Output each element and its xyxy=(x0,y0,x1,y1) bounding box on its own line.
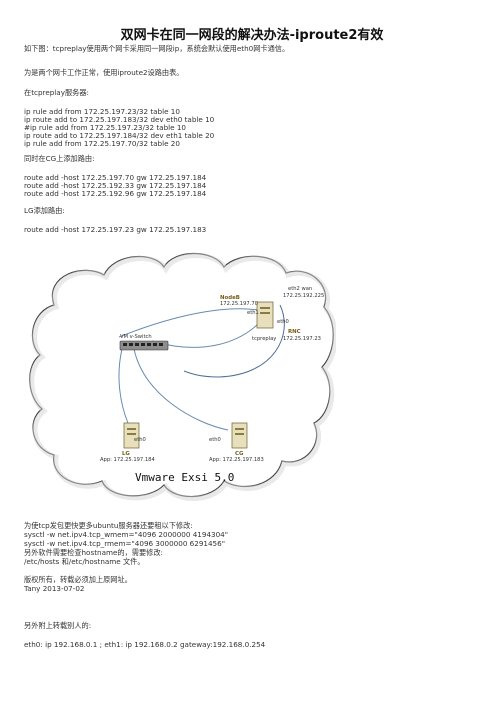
lg-eth0-label: eth0 xyxy=(134,437,146,443)
cg-route-heading: 同时在CG上添加路由: xyxy=(24,154,95,163)
network-diagram: VM v-Switch NodeB 172.25.197.70 eth1 eth… xyxy=(29,252,336,501)
tcpreplay-server-icon xyxy=(256,301,274,329)
intro-paragraph: 如下图：tcpreplay使用两个网卡采用同一网段ip，系统会默认使用eth0网… xyxy=(24,44,290,53)
lg-server-icon xyxy=(123,422,140,449)
iproute2-paragraph: 为是两个网卡工作正常，使用iproute2设路由表。 xyxy=(24,68,184,77)
author-date: Tany 2013-07-02 xyxy=(24,584,85,593)
cg-eth0-label: eth0 xyxy=(209,437,221,443)
command-line: ip rule add from 172.25.197.70/32 table … xyxy=(24,139,180,148)
command-line: route add -host 172.25.192.33 gw 172.25.… xyxy=(24,181,207,190)
page-title: 双网卡在同一网段的解决办法-iproute2有效 xyxy=(120,28,384,43)
repost-heading: 另外附上转载别人的: xyxy=(24,621,92,630)
command-line: ip route add to 172.25.197.183/32 dev et… xyxy=(24,115,215,124)
tcpreplay-heading: 在tcpreplay服务器: xyxy=(24,88,89,97)
wan-ip-label: 172.25.192.225 xyxy=(283,293,324,299)
cg-server-icon xyxy=(231,422,248,449)
rnc-label: RNC xyxy=(288,329,301,335)
sysctl-wmem: sysctl -w net.ipv4.tcp_wmem="4096 200000… xyxy=(24,530,229,539)
nodeb-ip: 172.25.197.70 xyxy=(220,301,258,307)
tcpreplay-label: tcpreplay xyxy=(252,336,276,342)
link-wan xyxy=(183,304,285,378)
eth2-wan-label: eth2 wan xyxy=(288,286,312,292)
link-cg xyxy=(133,348,229,431)
hostname-files: /etc/hosts 和/etc/hostname 文件。 xyxy=(24,557,145,566)
ip-config-line: eth0: ip 192.168.0.1 ; eth1: ip 192.168.… xyxy=(24,640,266,649)
vswitch-label: VM v-Switch xyxy=(120,334,152,340)
command-line: route add -host 172.25.192.96 gw 172.25.… xyxy=(24,189,207,198)
command-line: ip rule add from 172.25.197.23/32 table … xyxy=(24,107,180,116)
vswitch-icon xyxy=(119,340,169,351)
rnc-ip: 172.25.197.23 xyxy=(283,336,321,342)
hostname-note: 另外软件需要检查hostname的，需要修改: xyxy=(24,548,163,557)
lg-label: LG xyxy=(122,451,130,457)
command-line: ip route add to 172.25.197.184/32 dev et… xyxy=(24,131,215,140)
vmware-label: Vmware Exsi 5.0 xyxy=(135,471,234,484)
copyright-note: 版权所有，转载必须加上原网址。 xyxy=(24,575,132,584)
lg-app-ip: App: 172.25.197.184 xyxy=(100,457,155,463)
rnc-eth0-label: eth0 xyxy=(277,319,289,325)
link-nodeb xyxy=(118,308,259,338)
nodeb-label: NodeB xyxy=(220,295,240,301)
cg-app-ip: App: 172.25.197.183 xyxy=(209,457,264,463)
cloud-shade xyxy=(29,253,336,501)
cg-label: CG xyxy=(235,451,244,457)
link-lg xyxy=(118,348,132,431)
lg-route-heading: LG添加路由: xyxy=(24,206,65,215)
eth1-label: eth1 xyxy=(247,310,259,316)
command-line: route add -host 172.25.197.23 gw 172.25.… xyxy=(24,225,207,234)
sysctl-rmem: sysctl -w net.ipv4.tcp_rmem="4096 300000… xyxy=(24,539,225,548)
command-line: route add -host 172.25.197.70 gw 172.25.… xyxy=(24,173,207,182)
tcp-tuning-note: 为使tcp发包更快更多ubuntu服务器还要租以下修改: xyxy=(24,521,193,530)
command-line: #ip rule add from 172.25.197.23/32 table… xyxy=(24,123,186,132)
